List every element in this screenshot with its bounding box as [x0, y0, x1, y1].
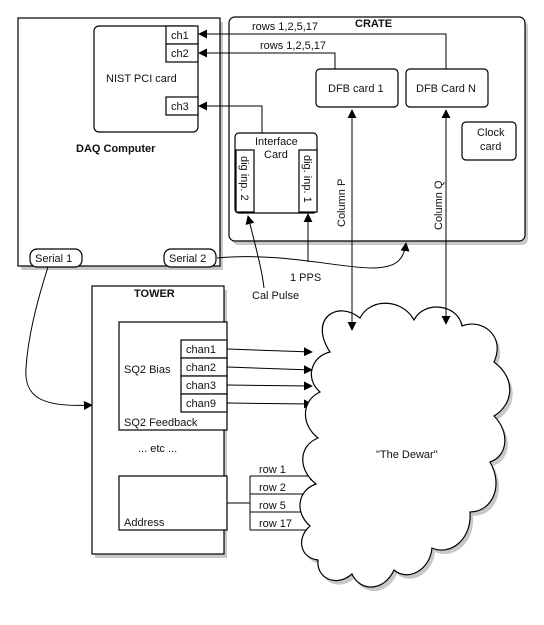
- the-dewar: "The Dewar": [299, 302, 513, 592]
- pci-ch2-label: ch2: [171, 48, 189, 60]
- row-label-2: row 2: [259, 482, 286, 494]
- pci-ch3-port: [165, 96, 199, 116]
- interface-link-ch3: [198, 101, 263, 133]
- nist-pci-card-label: NIST PCI card: [106, 73, 177, 85]
- clock-card-line2: card: [480, 141, 501, 153]
- cal-pulse-label: Cal Pulse: [252, 290, 299, 302]
- row-label-1: row 1: [259, 464, 286, 476]
- dfb-card-1: [315, 68, 399, 108]
- address-label: Address: [124, 517, 165, 529]
- chan-label-4: chan9: [186, 398, 216, 410]
- pci-ch3-label: ch3: [171, 101, 189, 113]
- dig-inp-2-label: dig inp. 2: [238, 156, 250, 201]
- chan-arrow-1: [226, 347, 313, 357]
- crate-title: CRATE: [355, 18, 392, 30]
- daq-computer-title: DAQ Computer: [76, 143, 156, 155]
- rows-link-dfb1-ch2: [198, 48, 336, 69]
- dig-inp-2-port: [235, 149, 255, 213]
- tower-title: TOWER: [134, 288, 175, 300]
- serial-2-label: Serial 2: [169, 253, 206, 265]
- column-p-label: Column P: [336, 179, 348, 227]
- sq2-bias-label: SQ2 Bias: [124, 364, 171, 376]
- interface-card-line1: Interface: [255, 136, 298, 148]
- pps-label: 1 PPS: [290, 272, 321, 284]
- crate: CRATE DFB card 1 DFB Card N Clock card I…: [228, 16, 528, 245]
- row-label-3: row 5: [259, 500, 286, 512]
- etc-label: ... etc ...: [138, 443, 177, 455]
- dewar-cloud: [299, 302, 511, 588]
- row-label-4: row 17: [259, 518, 292, 530]
- chan-arrow-2: [226, 365, 313, 375]
- rows-link-dfbn-ch1: [198, 29, 447, 69]
- dewar-label: "The Dewar": [376, 449, 438, 461]
- dfb-card-n: [405, 68, 489, 108]
- serial-2-link: [216, 242, 410, 269]
- chan-label-2: chan2: [186, 362, 216, 374]
- serial-1-port: [29, 248, 83, 268]
- dig-inp-1-label: dig. inp. 1: [301, 155, 313, 203]
- dig-inp-1-port: [298, 149, 318, 213]
- clock-card: [461, 121, 517, 161]
- daq-computer: DAQ Computer NIST PCI card ch1 ch2 ch3 S…: [17, 17, 223, 270]
- column-q-label: Column Q: [433, 180, 445, 230]
- chan-arrow-3: [226, 381, 313, 391]
- dfb-card-1-label: DFB card 1: [328, 83, 384, 95]
- connections: [25, 29, 451, 410]
- interface-card-line2: Card: [264, 149, 288, 161]
- rows-label-dfb-1: rows 1,2,5,17: [260, 40, 326, 52]
- serial-1-link: [25, 266, 93, 410]
- chan-label-1: chan1: [186, 344, 216, 356]
- chan-arrow-4: [226, 399, 313, 409]
- dfb-card-n-label: DFB Card N: [416, 83, 476, 95]
- pci-ch2-port: [165, 43, 199, 63]
- clock-card-line1: Clock: [477, 127, 505, 139]
- sq2-feedback-label: SQ2 Feedback: [124, 417, 198, 429]
- rows-label-dfb-n: rows 1,2,5,17: [252, 21, 318, 33]
- chan-label-3: chan3: [186, 380, 216, 392]
- pci-ch1-label: ch1: [171, 30, 189, 42]
- serial-2-port: [163, 248, 217, 268]
- serial-1-label: Serial 1: [35, 253, 72, 265]
- tower: TOWER SQ2 Bias SQ2 Feedback chan1chan2ch…: [91, 285, 319, 558]
- address-block: [118, 475, 228, 531]
- chan-ports: chan1 chan2 chan3 chan9: [180, 339, 313, 413]
